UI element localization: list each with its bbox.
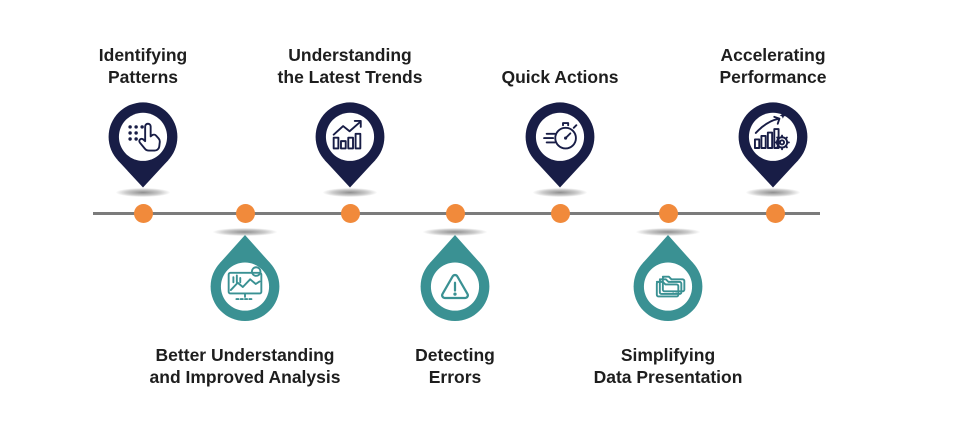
warning-icon — [441, 273, 469, 300]
pin-marker — [517, 98, 603, 198]
folders-icon — [655, 275, 686, 298]
performance-growth-icon — [753, 112, 790, 151]
trend-chart-icon — [332, 119, 362, 150]
timeline-dot — [765, 204, 785, 223]
drop-marker — [625, 228, 711, 328]
pin-marker — [307, 98, 393, 198]
milestone-label: Simplifying Data Presentation — [593, 345, 743, 387]
milestone-label: Understanding the Latest Trends — [277, 45, 423, 87]
milestone-simplifying-data-presentation: Simplifying Data Presentation — [548, 228, 788, 388]
milestone-better-understanding: Better Understanding and Improved Analys… — [125, 228, 365, 388]
drop-shape — [633, 235, 703, 321]
milestone-label: Quick Actions — [501, 67, 619, 87]
timeline-dot — [235, 204, 255, 223]
milestone-understanding-latest-trends: Understanding the Latest Trends — [230, 32, 470, 198]
marker-shadow — [533, 188, 587, 197]
map-pin-shape — [738, 102, 808, 188]
marker-shadow — [636, 228, 700, 236]
milestone-label: Accelerating Performance — [719, 45, 827, 87]
milestone-label: Identifying Patterns — [98, 45, 188, 87]
map-pin-shape — [315, 102, 385, 188]
marker-shadow — [116, 188, 170, 197]
tap-pattern-icon — [128, 122, 161, 152]
marker-shadow — [423, 228, 487, 236]
stopwatch-icon — [543, 122, 578, 150]
milestone-detecting-errors: Detecting Errors — [335, 228, 575, 388]
drop-shape — [210, 235, 280, 321]
drop-marker — [412, 228, 498, 328]
drop-shape — [420, 235, 490, 321]
drop-marker — [202, 228, 288, 328]
milestone-identifying-patterns: Identifying Patterns — [23, 32, 263, 198]
map-pin-shape — [525, 102, 595, 188]
milestone-quick-actions: Quick Actions — [440, 32, 680, 198]
milestone-accelerating-performance: Accelerating Performance — [653, 32, 893, 198]
marker-shadow — [213, 228, 277, 236]
monitor-analysis-icon — [227, 266, 263, 301]
timeline-dot — [445, 204, 465, 223]
milestone-label: Detecting Errors — [415, 345, 495, 387]
pin-marker — [100, 98, 186, 198]
timeline-dot — [658, 204, 678, 223]
marker-shadow — [746, 188, 800, 197]
timeline-dot — [550, 204, 570, 223]
marker-shadow — [323, 188, 377, 197]
timeline-dot — [340, 204, 360, 223]
milestone-label: Better Understanding and Improved Analys… — [149, 345, 341, 387]
timeline-dot — [133, 204, 153, 223]
map-pin-shape — [108, 102, 178, 188]
pin-marker — [730, 98, 816, 198]
